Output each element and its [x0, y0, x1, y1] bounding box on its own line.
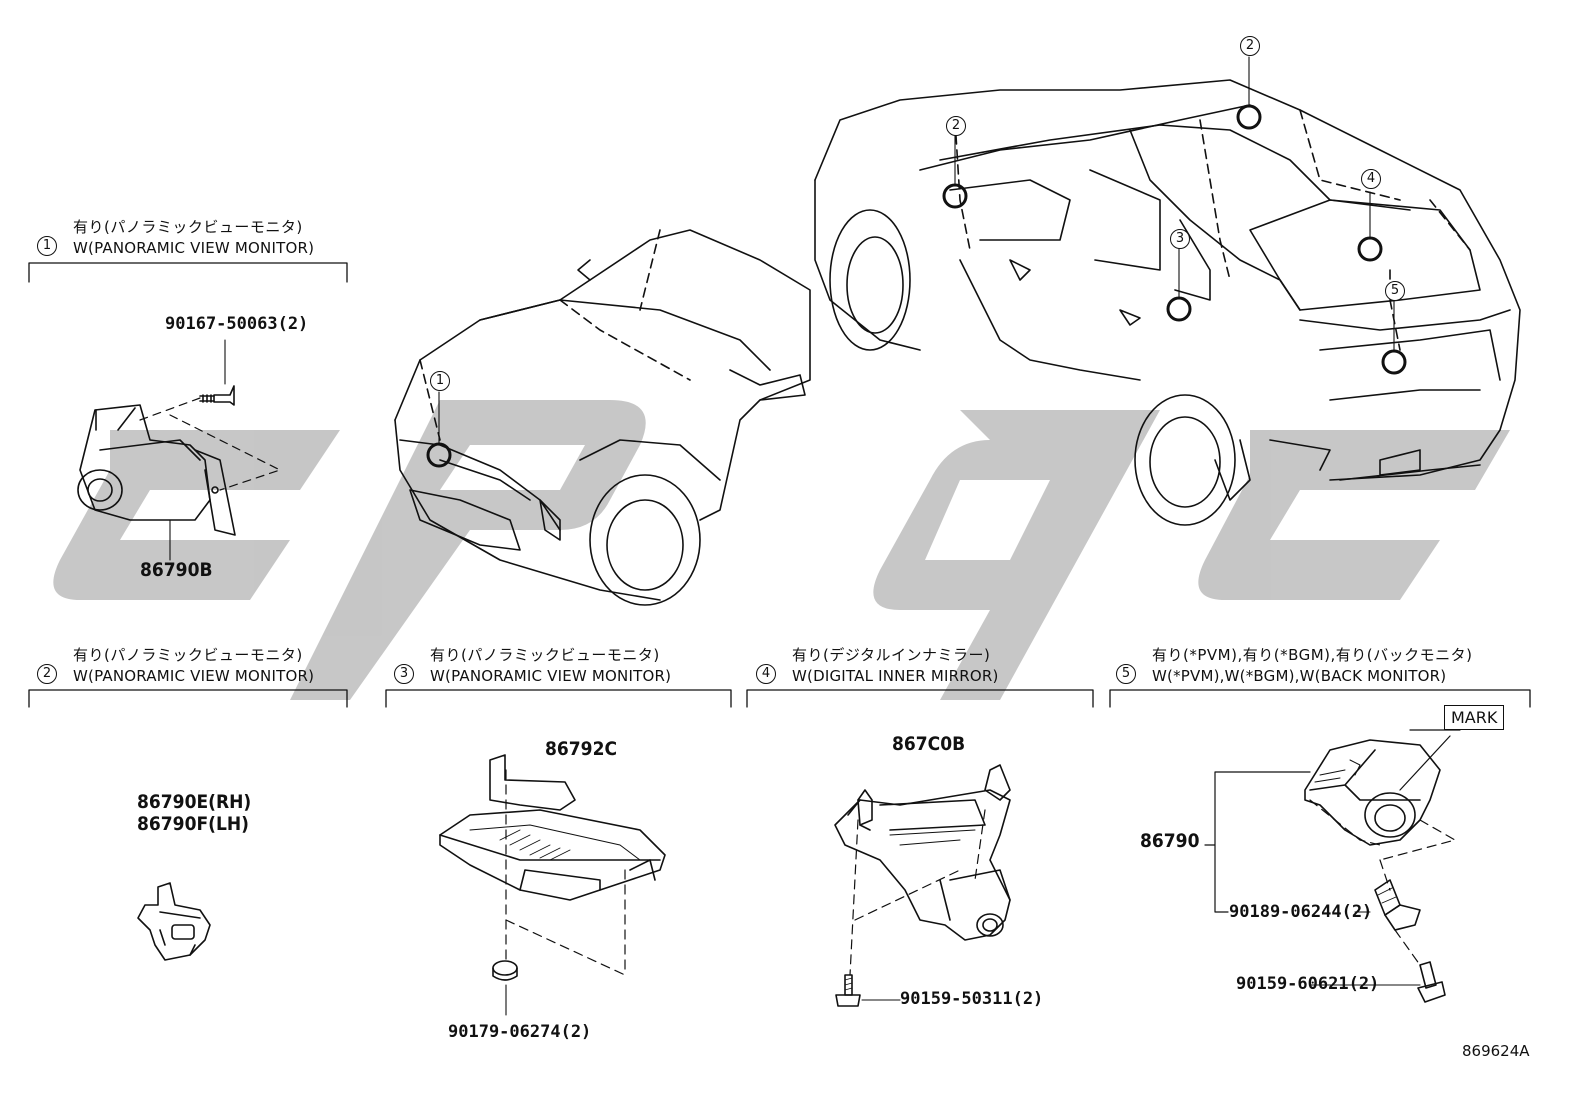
part-number-86790[interactable]: 86790: [1140, 830, 1200, 852]
section-5-number: 5: [1116, 664, 1136, 684]
screw-icon: [1417, 961, 1446, 1003]
clip-icon: [1374, 879, 1421, 931]
front-camera-icon: [77, 404, 236, 536]
section-2-number: 2: [37, 664, 57, 684]
section-3-jp-label: 有り(パノラミックビューモニタ): [430, 646, 660, 664]
section-2-jp-label: 有り(パノラミックビューモニタ): [73, 646, 303, 664]
section-5-en-label: W(*PVM),W(*BGM),W(BACK MONITOR): [1152, 667, 1447, 685]
callout-marker: [1166, 296, 1192, 322]
part-number-86792c[interactable]: 86792C: [545, 738, 618, 760]
callout-number-2: 2: [946, 116, 966, 136]
diagram-id: 869624A: [1462, 1042, 1530, 1060]
ecu-module-icon: [439, 754, 666, 901]
callout-number-3: 3: [1170, 229, 1190, 249]
section-4-en-label: W(DIGITAL INNER MIRROR): [792, 667, 999, 685]
section-1-en-label: W(PANORAMIC VIEW MONITOR): [73, 239, 315, 257]
watermark-text: cpgc: [0, 7, 3, 8]
section-5-jp-label: 有り(*PVM),有り(*BGM),有り(バックモニタ): [1152, 646, 1473, 664]
callout-number-4: 4: [1361, 169, 1381, 189]
callout-number-1: 1: [430, 371, 450, 391]
part-number-clip-90189[interactable]: 90189-06244(2): [1229, 902, 1373, 922]
callout-marker: [1381, 349, 1407, 375]
screw-icon: [835, 974, 861, 1007]
part-number-screw-90159-50311[interactable]: 90159-50311(2): [900, 989, 1044, 1009]
inner-mirror-camera-icon: [834, 764, 1011, 941]
section-2-en-label: W(PANORAMIC VIEW MONITOR): [73, 667, 315, 685]
callout-number-2: 2: [1240, 36, 1260, 56]
mark-label: MARK: [1444, 705, 1505, 730]
section-1-jp-label: 有り(パノラミックビューモニタ): [73, 218, 303, 236]
side-camera-icon: [137, 882, 211, 961]
part-number-86790b[interactable]: 86790B: [140, 559, 213, 581]
section-4-jp-label: 有り(デジタルインナミラー): [792, 646, 991, 664]
nut-icon: [492, 960, 518, 981]
callout-marker: [1357, 236, 1383, 262]
section-4-number: 4: [756, 664, 776, 684]
section-3-en-label: W(PANORAMIC VIEW MONITOR): [430, 667, 672, 685]
part-number-867c0b[interactable]: 867C0B: [892, 733, 966, 755]
front-vehicle-illustration: [394, 229, 811, 606]
callout-marker: [1236, 104, 1262, 130]
part-number-86790f[interactable]: 86790F(LH): [137, 813, 249, 835]
part-number-screw-90167[interactable]: 90167-50063(2): [165, 314, 309, 334]
section-3-number: 3: [394, 664, 414, 684]
callout-marker: [942, 183, 968, 209]
section-1-number: 1: [37, 236, 57, 256]
part-number-86790e[interactable]: 86790E(RH): [137, 791, 252, 813]
part-number-nut-90179[interactable]: 90179-06274(2): [448, 1022, 592, 1042]
part-number-screw-90159-60621[interactable]: 90159-60621(2): [1236, 974, 1380, 994]
bolt-icon: [199, 385, 235, 406]
rear-vehicle-illustration: [814, 79, 1521, 526]
callout-number-5: 5: [1385, 281, 1405, 301]
back-camera-icon: [1304, 739, 1441, 846]
